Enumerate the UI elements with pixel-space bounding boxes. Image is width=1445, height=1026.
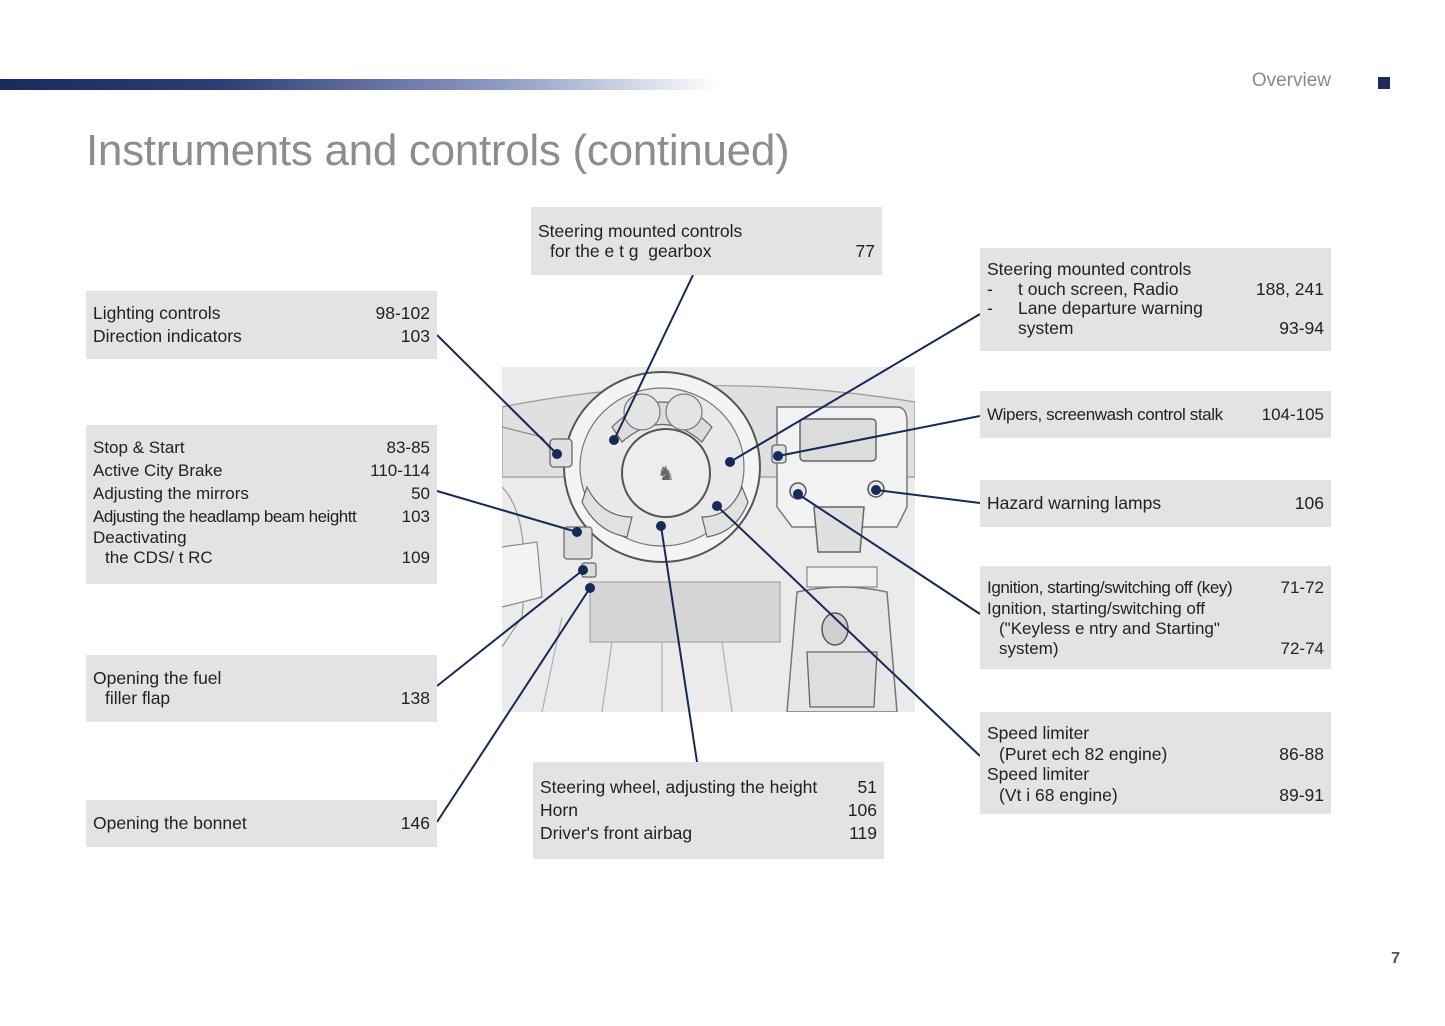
callout-dot-stop-start bbox=[572, 527, 582, 537]
keyless-system-row: system)72-74 bbox=[999, 639, 1324, 658]
keyless-entry-row: ("Keyless e ntry and Starting" bbox=[999, 619, 1220, 638]
callout-dot-wheel bbox=[656, 521, 666, 531]
callout-dot-bonnet bbox=[585, 583, 595, 593]
leader-ignition bbox=[797, 493, 981, 615]
section-marker bbox=[1378, 77, 1390, 89]
leader-wipers bbox=[777, 415, 981, 457]
callout-dot-lighting bbox=[552, 449, 562, 459]
section-label: Overview bbox=[1251, 70, 1331, 91]
steering-controls-heading: Steering mounted controls bbox=[987, 259, 1192, 279]
callout-dot-ignition bbox=[793, 489, 803, 499]
lane-departure-row: -Lane departure warning bbox=[987, 298, 1203, 318]
callout-dot-fuel bbox=[578, 565, 588, 575]
puretech-row: (Puret ech 82 engine)86-88 bbox=[999, 743, 1324, 764]
leader-steering-right bbox=[729, 313, 981, 463]
gearbox-heading-row: Steering mounted controls bbox=[538, 221, 743, 241]
header-accent-bar bbox=[0, 79, 720, 90]
ignition-box: Ignition, starting/switching off (key)71… bbox=[980, 566, 1331, 669]
ignition-keyless-row: Ignition, starting/switching off bbox=[987, 599, 1205, 618]
callout-dot-wipers bbox=[773, 451, 783, 461]
leader-bonnet bbox=[436, 587, 591, 823]
callout-dot-speed bbox=[712, 501, 722, 511]
leader-fuel bbox=[436, 569, 584, 687]
steering-controls-box: Steering mounted controls -t ouch screen… bbox=[980, 248, 1331, 351]
leader-speed bbox=[716, 505, 981, 757]
cockpit-illustration: ♞ bbox=[502, 367, 915, 712]
page-number: 7 bbox=[1391, 950, 1400, 967]
deactivating-row: Deactivating bbox=[93, 528, 187, 547]
leader-stop-start bbox=[436, 490, 578, 533]
callout-dot-gearbox bbox=[609, 435, 619, 445]
leader-hazard bbox=[875, 489, 981, 504]
fuel-row: Opening the fuel bbox=[93, 668, 222, 688]
leader-lighting bbox=[436, 334, 558, 455]
callout-dot-hazard bbox=[871, 485, 881, 495]
page-title: Instruments and controls (continued) bbox=[86, 126, 790, 175]
speed-limiter-box: Speed limiter (Puret ech 82 engine)86-88… bbox=[980, 712, 1331, 814]
svg-text:♞: ♞ bbox=[657, 461, 675, 485]
speed-limiter-row-2: Speed limiter bbox=[987, 764, 1090, 784]
ignition-key-row: Ignition, starting/switching off (key)71… bbox=[987, 578, 1324, 597]
speed-limiter-row-1: Speed limiter bbox=[987, 723, 1090, 743]
vti-row: (Vt i 68 engine)89-91 bbox=[999, 784, 1324, 805]
leader-wheel bbox=[660, 525, 698, 763]
gearbox-controls-box: Steering mounted controls for the e t g … bbox=[531, 207, 882, 275]
callout-dot-steering-right bbox=[725, 457, 735, 467]
leader-gearbox bbox=[613, 274, 694, 441]
